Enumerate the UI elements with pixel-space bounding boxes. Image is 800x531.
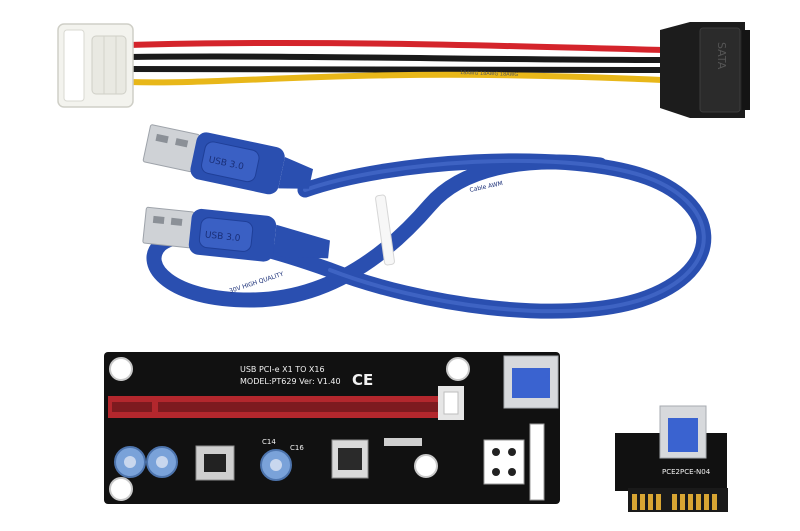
power-header xyxy=(483,423,545,501)
adapter-model: PCE2PCE-N04 xyxy=(662,468,711,476)
molex-connector xyxy=(57,23,134,108)
sata-connector: SATA xyxy=(660,22,750,118)
regulator-chips xyxy=(195,438,422,481)
label-c14: C14 xyxy=(262,438,276,446)
gold-fingers xyxy=(628,488,728,512)
sata-label: SATA xyxy=(715,42,728,70)
x1-adapter-board: PCE2PCE-N04 xyxy=(615,405,728,512)
wire-red xyxy=(127,39,663,53)
label-c16: C16 xyxy=(290,444,304,452)
cable-tie xyxy=(375,194,395,266)
wire-black-2 xyxy=(127,66,663,73)
plug-bottom-label: USB 3.0 xyxy=(204,230,241,244)
riser-model: MODEL:PT629 Ver: V1.40 xyxy=(240,377,341,386)
wire-print: 18AWG 18AWG 18AWG xyxy=(460,70,518,78)
usb-plug-top: USB 3.0 xyxy=(142,124,314,195)
pcie-x16-slot xyxy=(108,386,464,420)
wire-yellow xyxy=(127,71,663,86)
riser-title: USB PCI-e X1 TO X16 xyxy=(240,365,325,374)
riser-board: USB PCI-e X1 TO X16 MODEL:PT629 Ver: V1.… xyxy=(104,352,560,504)
usb-symbol-icon: ⭿ xyxy=(544,372,550,383)
capacitors xyxy=(114,446,292,481)
mounting-holes xyxy=(109,357,470,501)
usb3-cable: 30V HIGH QUALITY Cable AWM USB 3.0 USB 3… xyxy=(142,124,712,319)
board-usb-port: ⭿ xyxy=(503,355,559,409)
wire-black-1 xyxy=(127,53,663,63)
ce-mark: CE xyxy=(352,371,373,389)
sata-power-cable: 18AWG 18AWG 18AWG SATA xyxy=(57,22,750,118)
usb-plug-bottom: USB 3.0 xyxy=(142,206,330,262)
